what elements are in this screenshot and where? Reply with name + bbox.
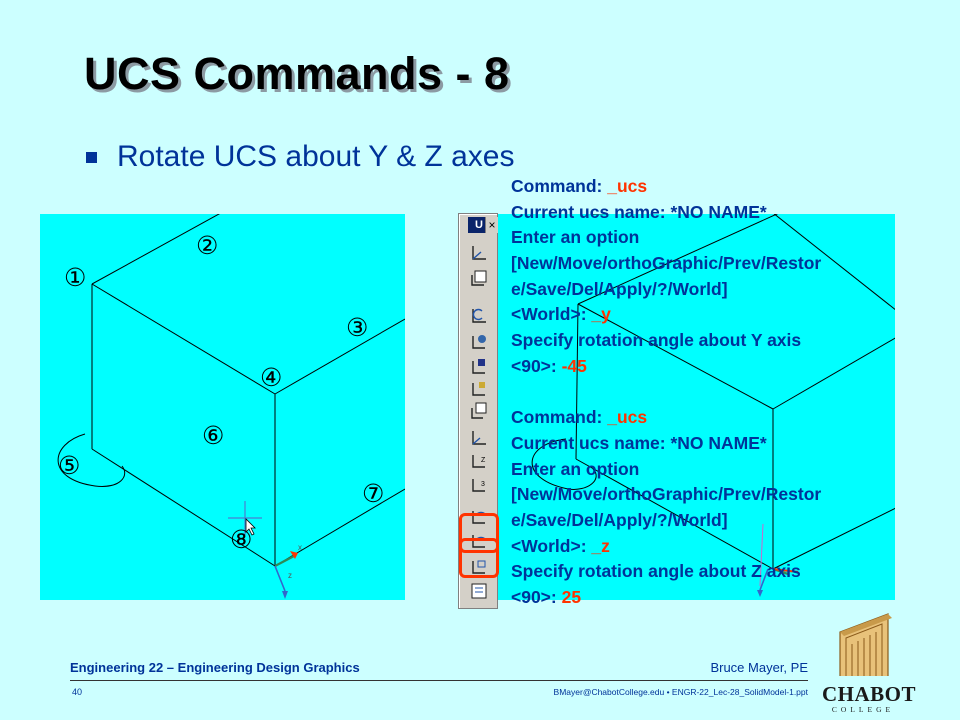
command-line (511, 380, 951, 406)
ucs-dialog-icon[interactable] (468, 580, 490, 602)
footer-divider (70, 680, 808, 681)
previous-ucs-icon[interactable] (468, 305, 490, 327)
ucs-axis-icon (757, 523, 799, 597)
bullet-item: Rotate UCS about Y & Z axes (86, 140, 514, 174)
command-line: Command: _ucs (511, 407, 648, 428)
toolbar-close-button[interactable]: × (485, 217, 498, 233)
box-edge (772, 507, 895, 570)
logo-subtitle: COLLEGE (831, 705, 895, 714)
cursor-crosshair (228, 501, 262, 535)
command-line: <90>: 25 (511, 587, 582, 607)
command-line: Command: _ucs (511, 176, 648, 196)
right-viewport (498, 214, 895, 600)
command-line: Enter an option (511, 227, 640, 248)
footer-course: Engineering 22 – Engineering Design Grap… (70, 660, 360, 675)
command-line: <90>: -45 (511, 355, 587, 376)
label-3: ③ (346, 314, 369, 342)
svg-text:Z: Z (481, 457, 486, 464)
left-viewport: x z ① ② ③ ④ ⑤ ⑥ ⑦ ⑧ (40, 214, 405, 600)
svg-text:3: 3 (481, 481, 485, 488)
label-7: ⑦ (362, 480, 385, 508)
command-line: <World>: _y (511, 304, 611, 325)
box-edge (575, 303, 579, 460)
label-6: ⑥ (202, 422, 225, 450)
box-edge (575, 458, 774, 570)
ucs-axis-icon: x z (274, 543, 302, 599)
svg-text:z: z (288, 571, 292, 580)
box-edge (773, 214, 895, 311)
command-line: Specify rotation angle about Y axis (511, 330, 802, 351)
highlight-y-rotate (459, 513, 499, 553)
x-rotate-icon[interactable]: 3 (468, 474, 490, 496)
command-line: Specify rotation angle about Z axis (511, 561, 801, 582)
3point-ucs-icon[interactable]: Z (468, 450, 490, 472)
logo-wordmark: CHABOT (822, 682, 917, 706)
label-4: ④ (260, 364, 283, 392)
page-number: 40 (72, 687, 83, 697)
view-ucs-icon[interactable] (468, 377, 490, 399)
label-8: ⑧ (230, 526, 253, 554)
command-line: e/Save/Del/Apply/?/World] (511, 278, 728, 299)
bullet-text: Rotate UCS about Y & Z axes (117, 140, 515, 173)
origin-ucs-icon[interactable] (468, 400, 490, 422)
command-line: Current ucs name: *NO NAME* (511, 201, 767, 222)
label-5: ⑤ (58, 452, 81, 480)
box-drawing-right (531, 214, 895, 597)
command-line: Enter an option (511, 458, 640, 479)
chabot-logo-icon (839, 613, 892, 676)
object-ucs-icon[interactable] (468, 355, 490, 377)
command-line: [New/Move/orthoGraphic/Prev/Restor (511, 253, 822, 274)
slide-title: UCS Commands - 8 (84, 48, 510, 99)
world-ucs-icon[interactable] (468, 267, 490, 289)
ucs-icon[interactable] (468, 242, 490, 264)
cylinder-arc (57, 433, 126, 487)
box-drawing-left: x z (57, 214, 405, 599)
box-edge (577, 303, 774, 410)
mouse-pointer-icon (245, 518, 256, 536)
command-line: e/Save/Del/Apply/?/World] (511, 509, 728, 530)
bullet-square-icon (86, 151, 97, 163)
toolbar-title: U (468, 217, 490, 233)
cylinder-arc (531, 438, 597, 490)
apply-ucs-icon[interactable] (468, 556, 490, 578)
box-edge (772, 337, 895, 410)
box-edge (91, 214, 220, 285)
footer-email-file: BMayer@ChabotCollege.edu • ENGR-22_Lec-2… (553, 687, 808, 697)
command-text-block: Command: _ucs Current ucs name: *NO NAME… (511, 174, 951, 611)
highlight-z-rotate (459, 538, 499, 578)
box-edge (577, 214, 779, 305)
box-edge (274, 318, 405, 395)
label-2: ② (196, 232, 219, 260)
box-edge (91, 448, 276, 567)
z-axis-vector-icon[interactable] (468, 427, 490, 449)
command-line: [New/Move/orthoGraphic/Prev/Restor (511, 484, 822, 505)
box-edge (91, 283, 276, 395)
command-line: Current ucs name: *NO NAME* (511, 432, 767, 453)
footer-author: Bruce Mayer, PE (710, 660, 808, 675)
label-1: ① (64, 264, 87, 292)
svg-text:x: x (298, 543, 302, 552)
face-ucs-icon[interactable] (468, 330, 490, 352)
command-line: <World>: _z (511, 535, 610, 556)
